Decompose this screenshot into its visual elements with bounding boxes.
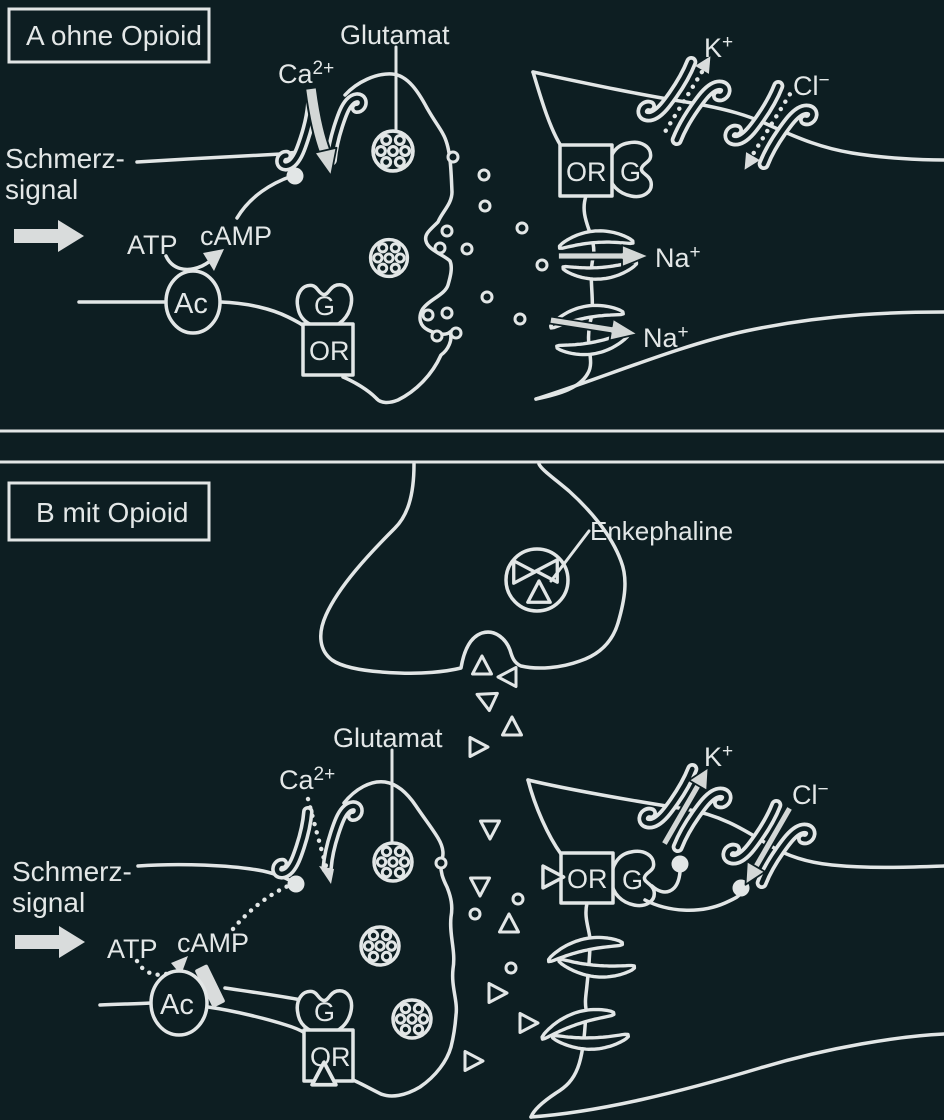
svg-text:G: G	[314, 291, 335, 321]
svg-text:cAMP: cAMP	[177, 928, 249, 958]
svg-text:K+: K+	[704, 741, 733, 772]
svg-text:cAMP: cAMP	[200, 221, 272, 251]
svg-text:Schmerz-: Schmerz-	[5, 143, 125, 174]
svg-text:OR: OR	[566, 157, 607, 187]
svg-text:Enkephaline: Enkephaline	[590, 516, 733, 546]
svg-text:signal: signal	[12, 887, 85, 918]
svg-text:ATP: ATP	[107, 934, 158, 964]
svg-text:ATP: ATP	[127, 230, 178, 260]
svg-text:OR: OR	[310, 1042, 351, 1072]
svg-text:signal: signal	[5, 174, 78, 205]
svg-text:A ohne Opioid: A ohne Opioid	[26, 20, 202, 51]
svg-text:Schmerz-: Schmerz-	[12, 856, 132, 887]
svg-text:Ac: Ac	[174, 288, 208, 320]
svg-text:G: G	[314, 997, 335, 1027]
svg-text:OR: OR	[567, 864, 608, 894]
svg-text:OR: OR	[309, 336, 350, 366]
svg-text:Glutamat: Glutamat	[340, 20, 450, 50]
svg-text:Ac: Ac	[160, 989, 194, 1021]
svg-text:G: G	[622, 865, 643, 895]
svg-text:Glutamat: Glutamat	[333, 723, 443, 753]
svg-text:G: G	[620, 157, 641, 187]
svg-text:B mit Opioid: B mit Opioid	[36, 497, 189, 528]
